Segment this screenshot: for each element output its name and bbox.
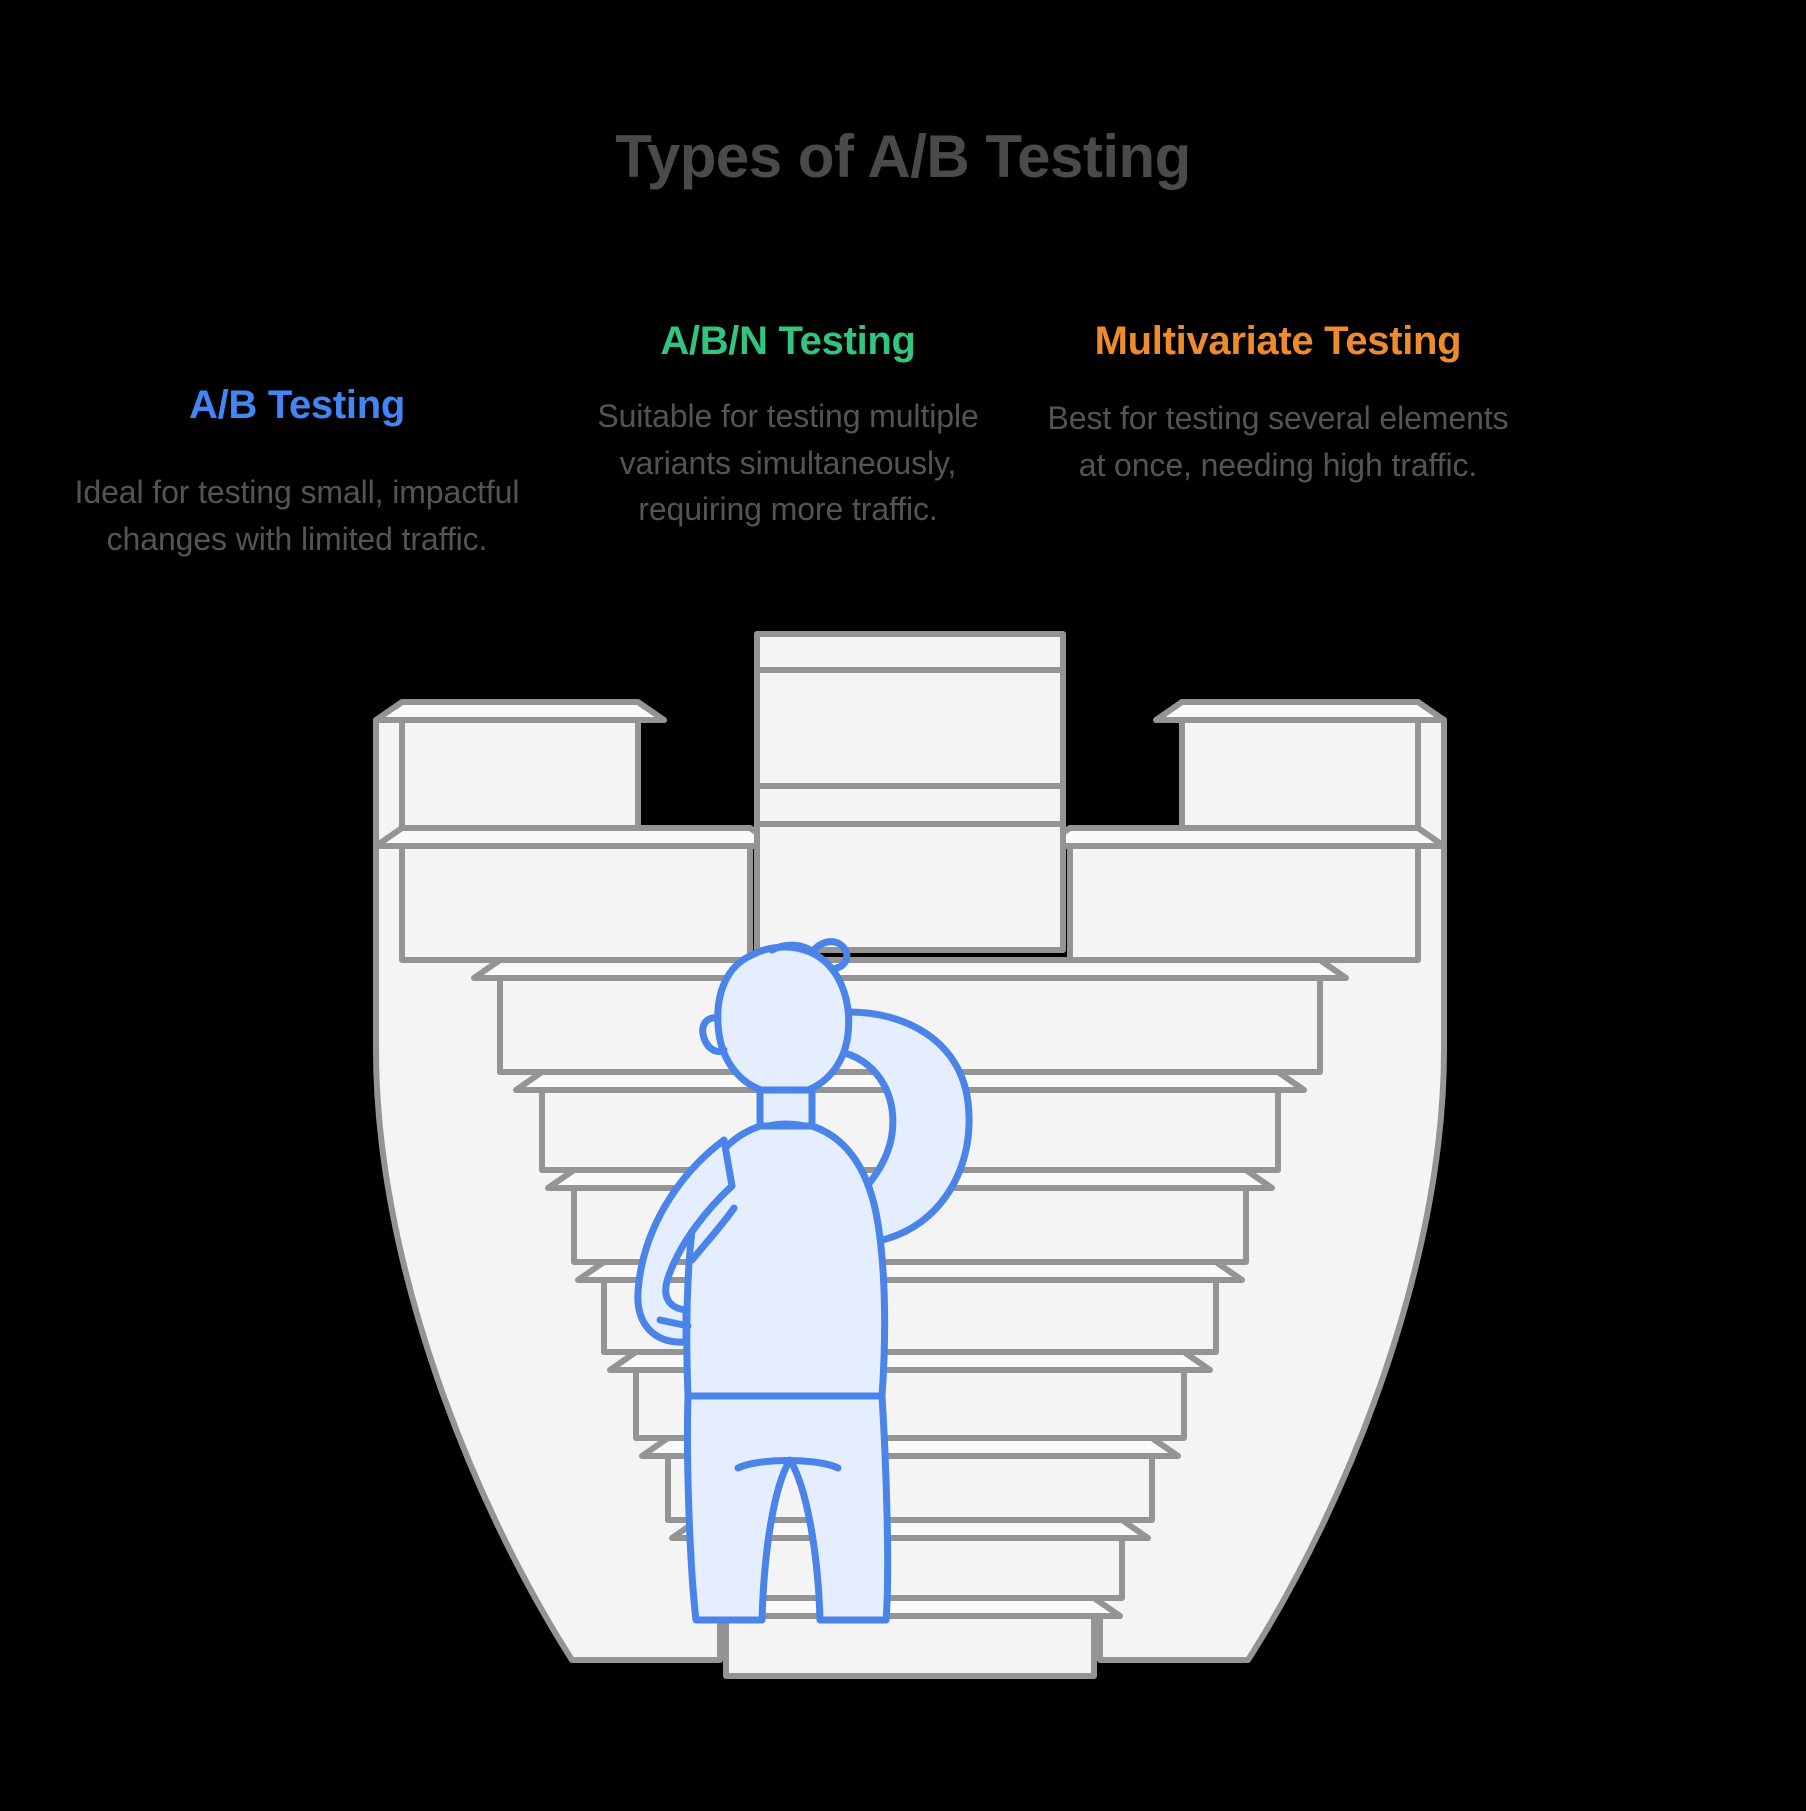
left-tower-block2-face [399,843,753,963]
person-head [714,943,853,1098]
step6-face [665,1453,1155,1523]
column-multivariate-testing-description: Best for testing several elements at onc… [1047,400,1509,483]
left-tower-block1-face [399,717,641,831]
right-tower-block2-face [1067,843,1421,963]
column-ab-testing-description: Ideal for testing small, impactful chang… [74,474,520,557]
person-hair-detail [768,941,822,960]
person-pocket-line [734,1457,842,1472]
page-title: Types of A/B Testing [615,123,1191,190]
center-tower-band1 [754,631,1066,673]
column-multivariate-testing: Multivariate Testing Best for testing se… [1040,318,1516,488]
center-tower-band4 [754,821,1066,953]
person-hip-arm-inner [688,1204,738,1264]
staircase-with-person-illustration [320,620,1500,1690]
person-hip-arm [634,1136,736,1346]
person-ear [699,1014,728,1055]
person-cuff [656,1316,692,1330]
column-abn-testing: A/B/N Testing Suitable for testing multi… [560,318,1016,532]
right-tower-block1-face [1179,717,1421,831]
center-tower-band3 [754,783,1066,827]
center-tower-band2 [754,667,1066,789]
column-ab-testing-heading: A/B Testing [189,383,405,427]
column-ab-testing: A/B Testing Ideal for testing small, imp… [62,382,532,562]
step8-face [723,1613,1097,1679]
person-hand-on-head [808,938,851,972]
column-abn-testing-heading: A/B/N Testing [660,319,916,363]
column-multivariate-testing-heading: Multivariate Testing [1094,319,1462,363]
person-figure [634,938,973,1624]
column-abn-testing-description: Suitable for testing multiple variants s… [597,398,979,527]
